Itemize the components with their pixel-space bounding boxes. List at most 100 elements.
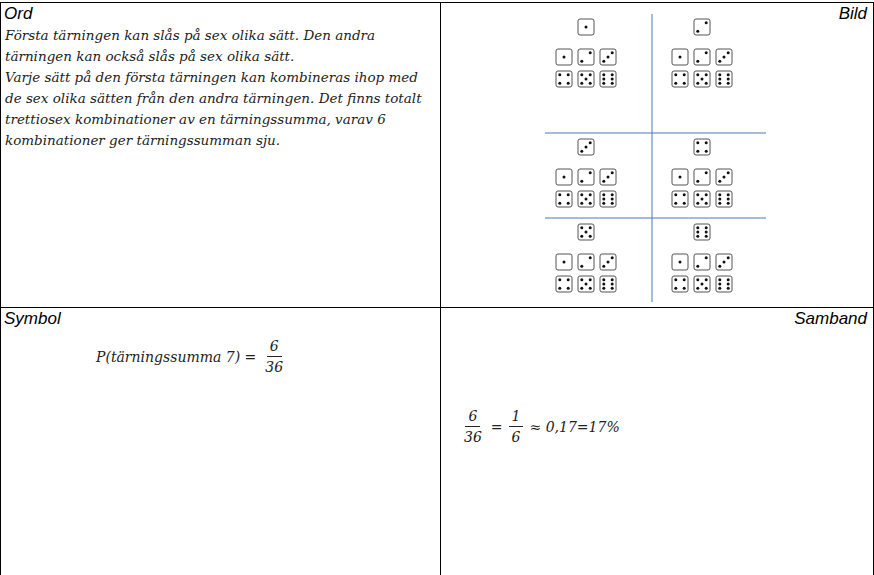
die-pip (580, 235, 583, 238)
die-pip (580, 265, 583, 268)
die-pip (696, 226, 699, 229)
die-face (556, 191, 572, 207)
die-pip (696, 235, 699, 238)
die-pip (718, 73, 721, 76)
die-pip (696, 150, 699, 153)
die-pip (558, 287, 561, 290)
formula-text: ≈ 0,17=17% (529, 419, 619, 435)
die-pip (589, 51, 592, 54)
die-face (600, 276, 616, 292)
die-pip (723, 176, 726, 179)
die-pip (683, 287, 686, 290)
denominator: 36 (262, 357, 286, 375)
numerator: 6 (267, 338, 282, 357)
die-pip (567, 193, 570, 196)
die-face (694, 224, 710, 240)
die-face (694, 139, 710, 155)
die-pip (723, 56, 726, 59)
die-pip (696, 287, 699, 290)
die-pip (607, 176, 610, 179)
die-pip (589, 171, 592, 174)
die-pip (701, 283, 704, 286)
body-text: Varje sätt på den första tärningen kan k… (5, 67, 432, 151)
die-face (716, 254, 732, 270)
die-pip (602, 180, 605, 183)
die-face (694, 19, 710, 35)
die-face (716, 276, 732, 292)
die-pip (705, 235, 708, 238)
denominator: 6 (509, 427, 524, 445)
die-pip (683, 73, 686, 76)
divider-line (545, 218, 766, 219)
die-pip (727, 287, 730, 290)
die-face (716, 191, 732, 207)
die-pip (727, 283, 730, 286)
cell-heading: Samband (794, 309, 867, 329)
die-pip (674, 202, 677, 205)
die-pip (674, 82, 677, 85)
die-pip (727, 198, 730, 201)
die-pip (589, 193, 592, 196)
die-pip (727, 278, 730, 281)
die-face (578, 191, 594, 207)
die-face (578, 19, 594, 35)
quadrant-cell: Bild (440, 2, 874, 308)
die-pip (727, 171, 730, 174)
die-pip (558, 202, 561, 205)
die-face (716, 71, 732, 87)
divider-line (652, 14, 653, 302)
die-pip (683, 278, 686, 281)
die-pip (585, 146, 588, 149)
die-pip (718, 180, 721, 183)
die-pip (718, 202, 721, 205)
die-pip (705, 287, 708, 290)
die-pip (705, 51, 708, 54)
die-face (578, 254, 594, 270)
die-pip (585, 78, 588, 81)
numerator: 1 (509, 408, 524, 427)
cell-heading: Ord (4, 4, 32, 24)
die-pip (705, 150, 708, 153)
die-pip (580, 202, 583, 205)
die-face (672, 49, 688, 65)
die-pip (580, 278, 583, 281)
die-pip (705, 226, 708, 229)
die-pip (602, 283, 605, 286)
die-pip (563, 176, 566, 179)
die-face (694, 71, 710, 87)
die-face (672, 169, 688, 185)
die-pip (602, 278, 605, 281)
formula: P(tärningssumma 7) = 636 (96, 338, 292, 375)
die-pip (696, 278, 699, 281)
die-pip (696, 73, 699, 76)
die-face (672, 276, 688, 292)
die-pip (696, 60, 699, 63)
die-pip (718, 283, 721, 286)
die-pip (683, 193, 686, 196)
text-body: Första tärningen kan slås på sex olika s… (5, 25, 432, 151)
die-pip (580, 226, 583, 229)
die-face (600, 191, 616, 207)
die-pip (718, 60, 721, 63)
die-pip (611, 73, 614, 76)
die-face (600, 49, 616, 65)
die-pip (585, 198, 588, 201)
die-pip (683, 82, 686, 85)
die-pip (589, 73, 592, 76)
die-pip (589, 235, 592, 238)
die-pip (701, 78, 704, 81)
fraction: 636 (461, 408, 485, 445)
die-face (556, 254, 572, 270)
die-pip (705, 141, 708, 144)
die-face (556, 71, 572, 87)
die-pip (611, 193, 614, 196)
die-pip (674, 287, 677, 290)
die-face (578, 276, 594, 292)
formula-text: P(tärningssumma 7) = (96, 349, 256, 365)
die-pip (723, 261, 726, 264)
die-pip (602, 82, 605, 85)
die-pip (611, 278, 614, 281)
die-face (672, 191, 688, 207)
numerator: 6 (465, 408, 480, 427)
